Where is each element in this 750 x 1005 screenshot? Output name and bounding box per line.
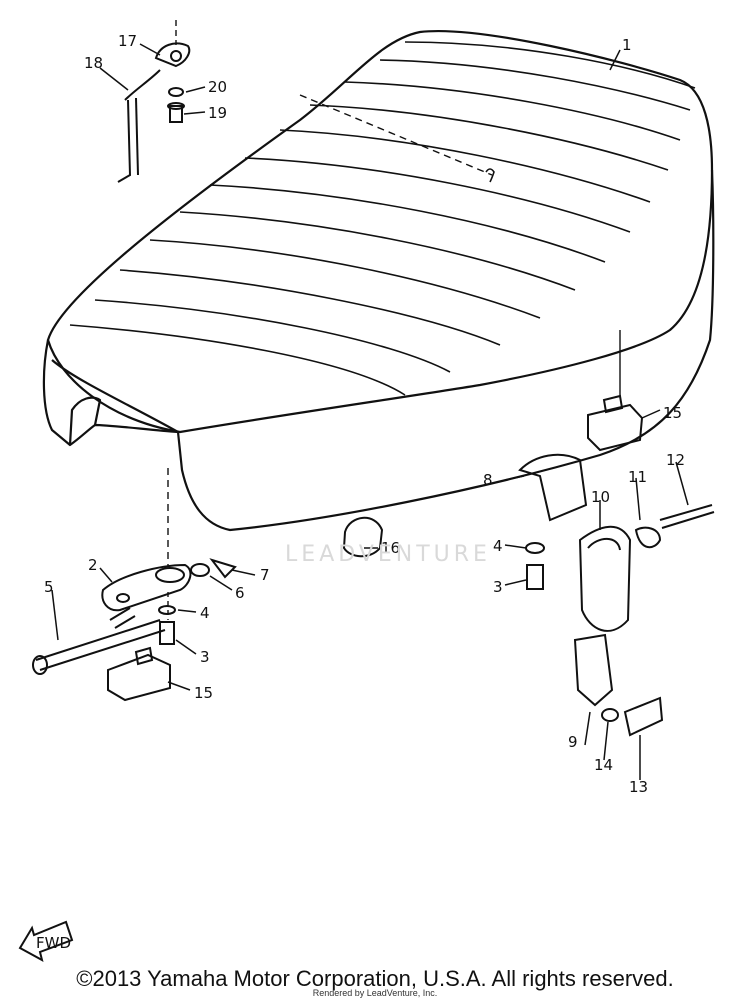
watermark: LEADVENTURE xyxy=(285,542,491,567)
callout-18: 18 xyxy=(84,54,103,72)
callout-16: 16 xyxy=(381,539,400,557)
callout-20: 20 xyxy=(208,78,227,96)
front-hinge-hardware xyxy=(32,468,237,702)
callout-labels: 1 2 3 3 4 4 5 6 7 8 9 10 11 12 13 14 15 … xyxy=(44,32,685,796)
callout-6: 6 xyxy=(235,584,245,602)
rendered-by-notice: Rendered by LeadVenture, Inc. xyxy=(312,988,438,998)
leader-lines xyxy=(51,43,689,780)
fwd-arrow-icon xyxy=(18,920,74,962)
copyright-notice: ©2013 Yamaha Motor Corporation, U.S.A. A… xyxy=(76,966,674,991)
callout-17: 17 xyxy=(118,32,137,50)
callout-13: 13 xyxy=(629,778,648,796)
callout-4a: 4 xyxy=(200,604,210,622)
callout-10: 10 xyxy=(591,488,610,506)
callout-14: 14 xyxy=(594,756,613,774)
seat-hook-hardware xyxy=(117,42,191,183)
callout-19: 19 xyxy=(208,104,227,122)
callout-1: 1 xyxy=(622,36,632,54)
callout-15b: 15 xyxy=(194,684,213,702)
callout-12: 12 xyxy=(666,451,685,469)
seat-assembly xyxy=(42,20,715,532)
callout-9: 9 xyxy=(568,733,578,751)
callout-5: 5 xyxy=(44,578,54,596)
fwd-label: FWD xyxy=(36,934,71,952)
rear-latch-hardware xyxy=(342,330,715,737)
callout-15a: 15 xyxy=(663,404,682,422)
callout-3b: 3 xyxy=(493,578,503,596)
callout-8: 8 xyxy=(483,471,493,489)
callout-2: 2 xyxy=(88,556,98,574)
callout-11: 11 xyxy=(628,468,647,486)
callout-4b: 4 xyxy=(493,537,503,555)
callout-3a: 3 xyxy=(200,648,210,666)
callout-7: 7 xyxy=(260,566,270,584)
